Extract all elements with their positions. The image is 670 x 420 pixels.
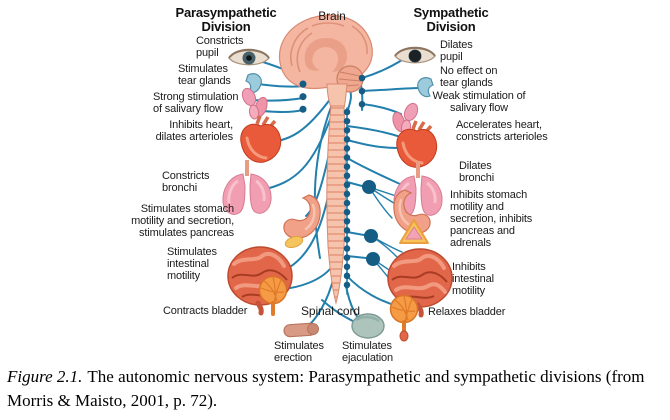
brainstem-illustration — [326, 83, 348, 109]
left-pancreas-illustration — [284, 235, 304, 249]
label-parasympathetic-bronchi: Constricts bronchi — [162, 170, 210, 194]
nerve-right-tear — [361, 87, 420, 92]
ejaculatory-organ-illustration — [351, 313, 385, 339]
right-bladder-illustration — [388, 293, 420, 342]
nerve-right-heart — [346, 139, 399, 149]
nerve-right-ganglion1-feed — [346, 181, 363, 187]
label-sympathetic-heart: Accelerates heart, constricts arterioles — [456, 119, 548, 143]
label-parasympathetic-heart: Inhibits heart, dilates arterioles — [155, 119, 234, 143]
left-eye-illustration — [228, 48, 270, 66]
label-sympathetic-stomach: Inhibits stomach motility and secretion,… — [450, 189, 533, 249]
sympathetic-chain-ganglia — [362, 180, 380, 266]
label-parasympathetic-intestines: Stimulates intestinal motility — [167, 246, 217, 282]
label-parasympathetic-genitals: Stimulates erection — [274, 340, 324, 364]
sympathetic-division-title: Sympathetic Division — [413, 5, 489, 35]
label-parasympathetic-salivary: Strong stimulation of salivary flow — [153, 91, 239, 115]
brain-illustration — [279, 14, 373, 109]
left-stomach-illustration — [282, 193, 322, 249]
brain-label: Brain — [318, 9, 346, 23]
nerve-left-salivary-2 — [261, 109, 304, 113]
figure-caption-text: The autonomic nervous system: Parasympat… — [7, 367, 645, 410]
nerve-left-vagus-trunk — [313, 101, 334, 259]
label-parasympathetic-tear-glands: Stimulates tear glands — [178, 63, 231, 87]
left-bladder-illustration — [257, 274, 289, 316]
spinal-cord-label: Spinal cord — [301, 304, 360, 318]
penis-illustration — [283, 322, 319, 338]
nerve-left-lungs — [261, 111, 334, 191]
label-parasympathetic-stomach: Stimulates stomach motility and secretio… — [131, 203, 234, 239]
left-heart-illustration — [238, 114, 283, 165]
label-parasympathetic-bladder: Contracts bladder — [163, 305, 248, 317]
label-sympathetic-salivary: Weak stimulation of salivary flow — [432, 90, 526, 114]
anatomy-illustration — [220, 14, 670, 342]
adrenal-gland-illustration — [399, 219, 429, 244]
label-sympathetic-genitals: Stimulates ejaculation — [342, 340, 393, 364]
nerve-right-ganglion2-feed — [346, 231, 365, 236]
label-sympathetic-tear-glands: No effect on tear glands — [440, 65, 498, 89]
right-eye-illustration — [394, 46, 436, 64]
figure-caption: Figure 2.1.The autonomic nervous system:… — [7, 365, 666, 413]
label-sympathetic-bladder: Relaxes bladder — [428, 306, 506, 318]
figure-caption-number: Figure 2.1. — [7, 367, 83, 386]
label-sympathetic-pupil: Dilates pupil — [440, 39, 473, 63]
label-parasympathetic-pupil: Constricts pupil — [196, 35, 244, 59]
label-sympathetic-intestines: Inhibits intestinal motility — [452, 261, 494, 297]
spinal-cord-illustration — [326, 105, 346, 305]
ganglia-dots — [299, 74, 366, 296]
label-sympathetic-bronchi: Dilates bronchi — [459, 160, 495, 184]
parasympathetic-division-title: Parasympathetic Division — [175, 5, 277, 35]
nerve-right-ganglion3-feed — [346, 255, 367, 259]
nerve-right-lungs — [346, 157, 405, 187]
